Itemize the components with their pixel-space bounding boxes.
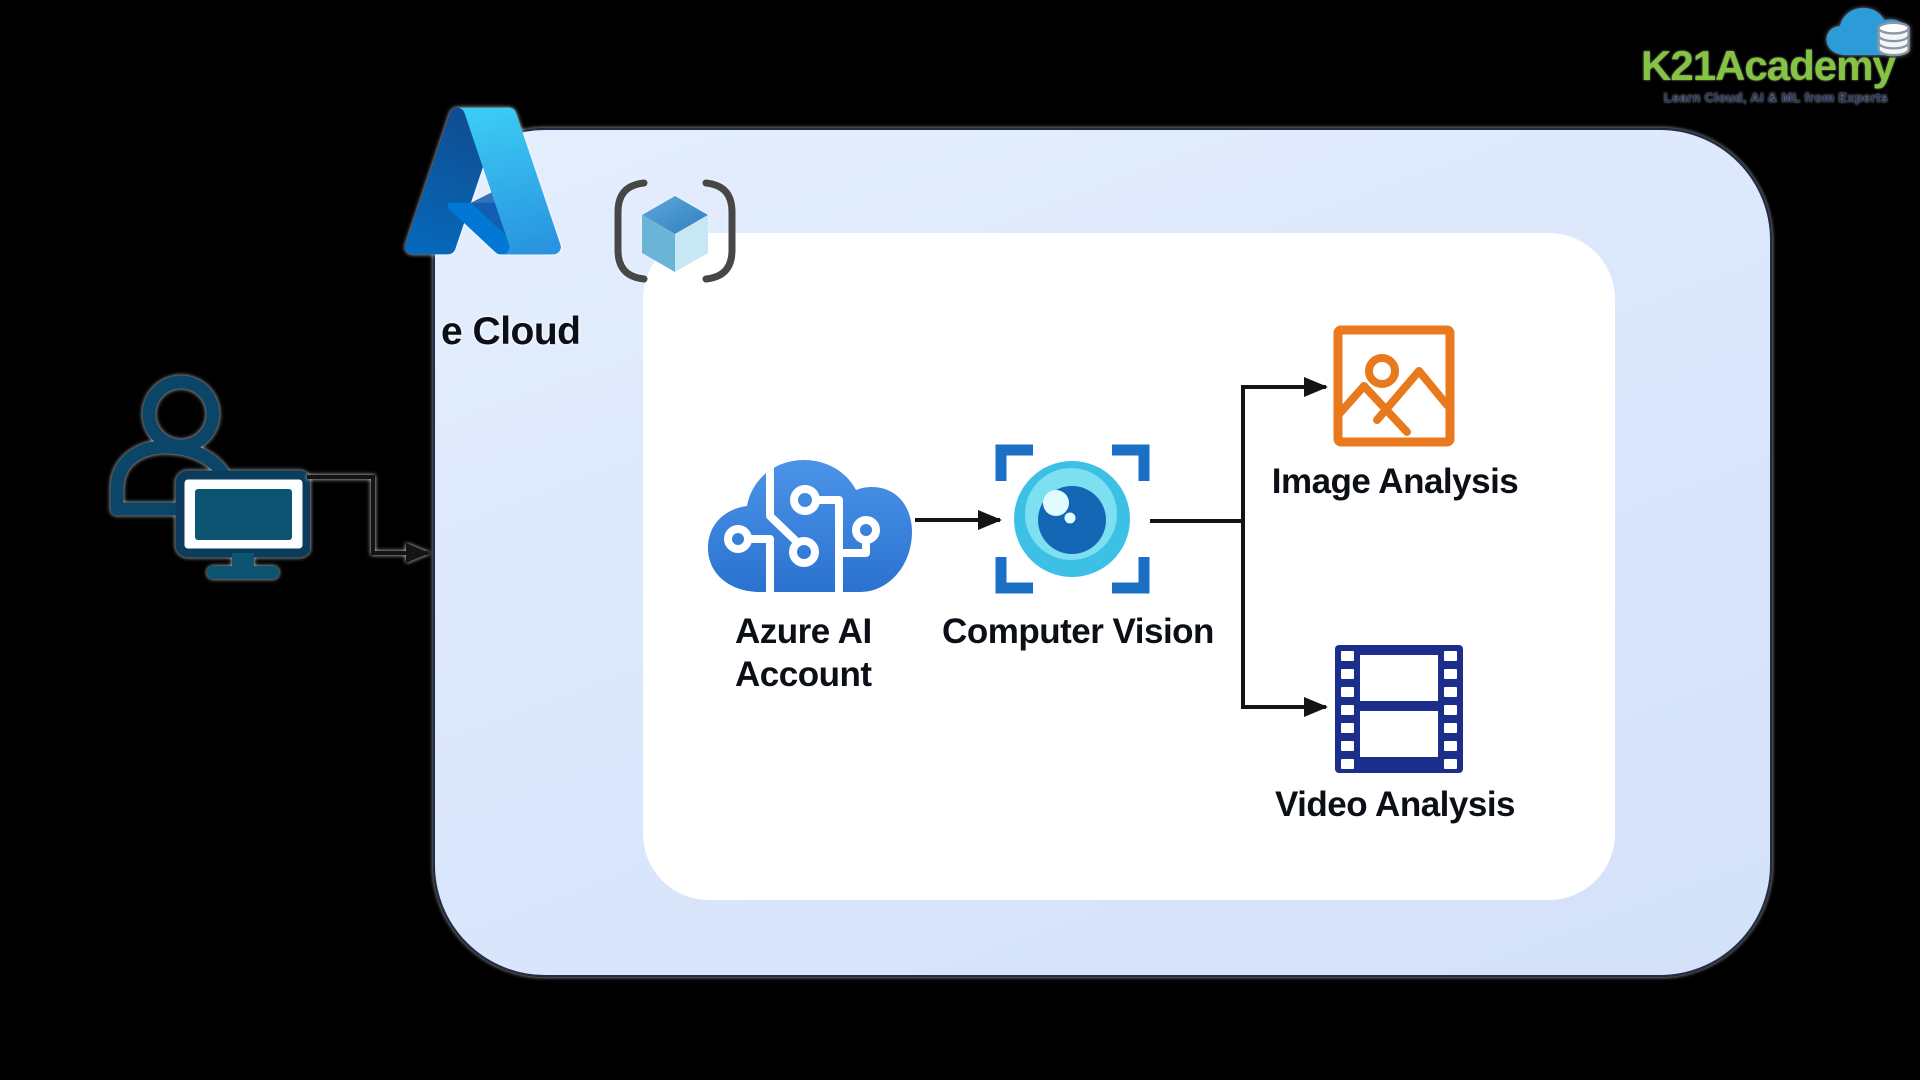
database-icon [1877,21,1910,57]
ai-account-label: Azure AI Account [735,610,872,696]
cube-brackets-icon [614,179,736,283]
user-at-computer-icon [110,375,310,579]
video-analysis-label: Video Analysis [1274,785,1516,824]
k21academy-logo: K21Academy Learn Cloud, AI & ML from Exp… [1630,0,1920,115]
image-picture-icon [1333,325,1455,447]
ai-account-label-line1: Azure AI [735,612,872,651]
arrow-user-to-cloud [307,475,430,563]
computer-vision-label: Computer Vision [942,612,1214,651]
k21academy-wordmark: K21Academy [1641,42,1896,89]
k21-cloud-database-icon [1826,7,1910,57]
image-analysis-label: Image Analysis [1271,462,1519,501]
azure-cloud-label: e Cloud [441,310,581,353]
eye-viewfinder-icon [995,444,1150,594]
ai-account-label-line2: Account [735,655,872,694]
azure-logo-icon [405,107,561,255]
film-strip-icon [1335,645,1463,773]
k21academy-tagline: Learn Cloud, AI & ML from Experts [1663,90,1889,105]
ai-cloud-circuit-icon [708,460,912,592]
monitor-screen [195,489,292,540]
